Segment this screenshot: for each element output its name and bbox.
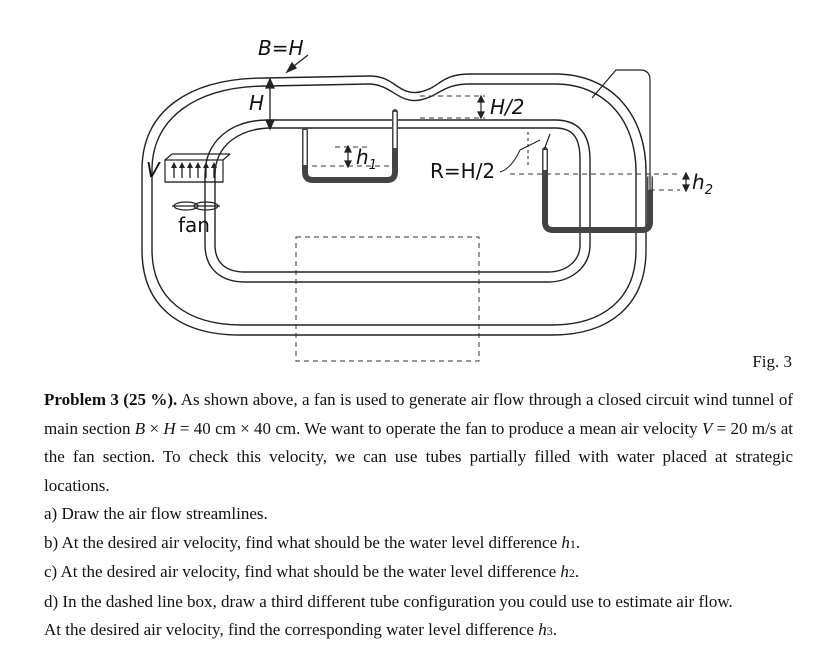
tunnel-inner-core [214,127,581,273]
u-tube-2 [542,147,653,233]
label-b-equals-h: B=H [258,36,304,60]
problem-statement: Problem 3 (25 %). As shown above, a fan … [44,390,793,495]
item-c: c) At the desired air velocity, find wha… [44,562,580,581]
label-fan: fan [178,213,210,237]
tunnel-inner-core-outline [204,119,591,283]
u-tube-1 [302,109,398,183]
label-h: H [249,91,264,115]
item-d-continued: At the desired air velocity, find the co… [44,620,557,639]
problem-heading: Problem 3 (25 %). [44,390,178,409]
item-a: a) Draw the air flow streamlines. [44,504,268,523]
label-h2: h2 [692,170,713,198]
tunnel-outer-wall [141,73,647,336]
label-h-half: H/2 [490,95,525,119]
item-b: b) At the desired air velocity, find wha… [44,532,581,552]
figure-caption: Fig. 3 [752,352,792,371]
problem-text: Problem 3 (25 %). As shown above, a fan … [44,386,793,646]
h-arrow [264,77,276,131]
wind-tunnel-figure: B=H H H/2 V fan R=H/2 h1 h2 [141,36,713,362]
dashed-answer-box [295,236,480,362]
label-radius: R=H/2 [430,159,495,183]
label-h1: h1 [356,145,377,173]
label-v: V [146,158,161,182]
item-d: d) In the dashed line box, draw a third … [44,591,733,611]
fan-section [164,153,231,183]
dashed-guides [295,95,680,362]
tunnel-outer-wall-inner [151,83,637,326]
fan-icon [172,201,220,211]
